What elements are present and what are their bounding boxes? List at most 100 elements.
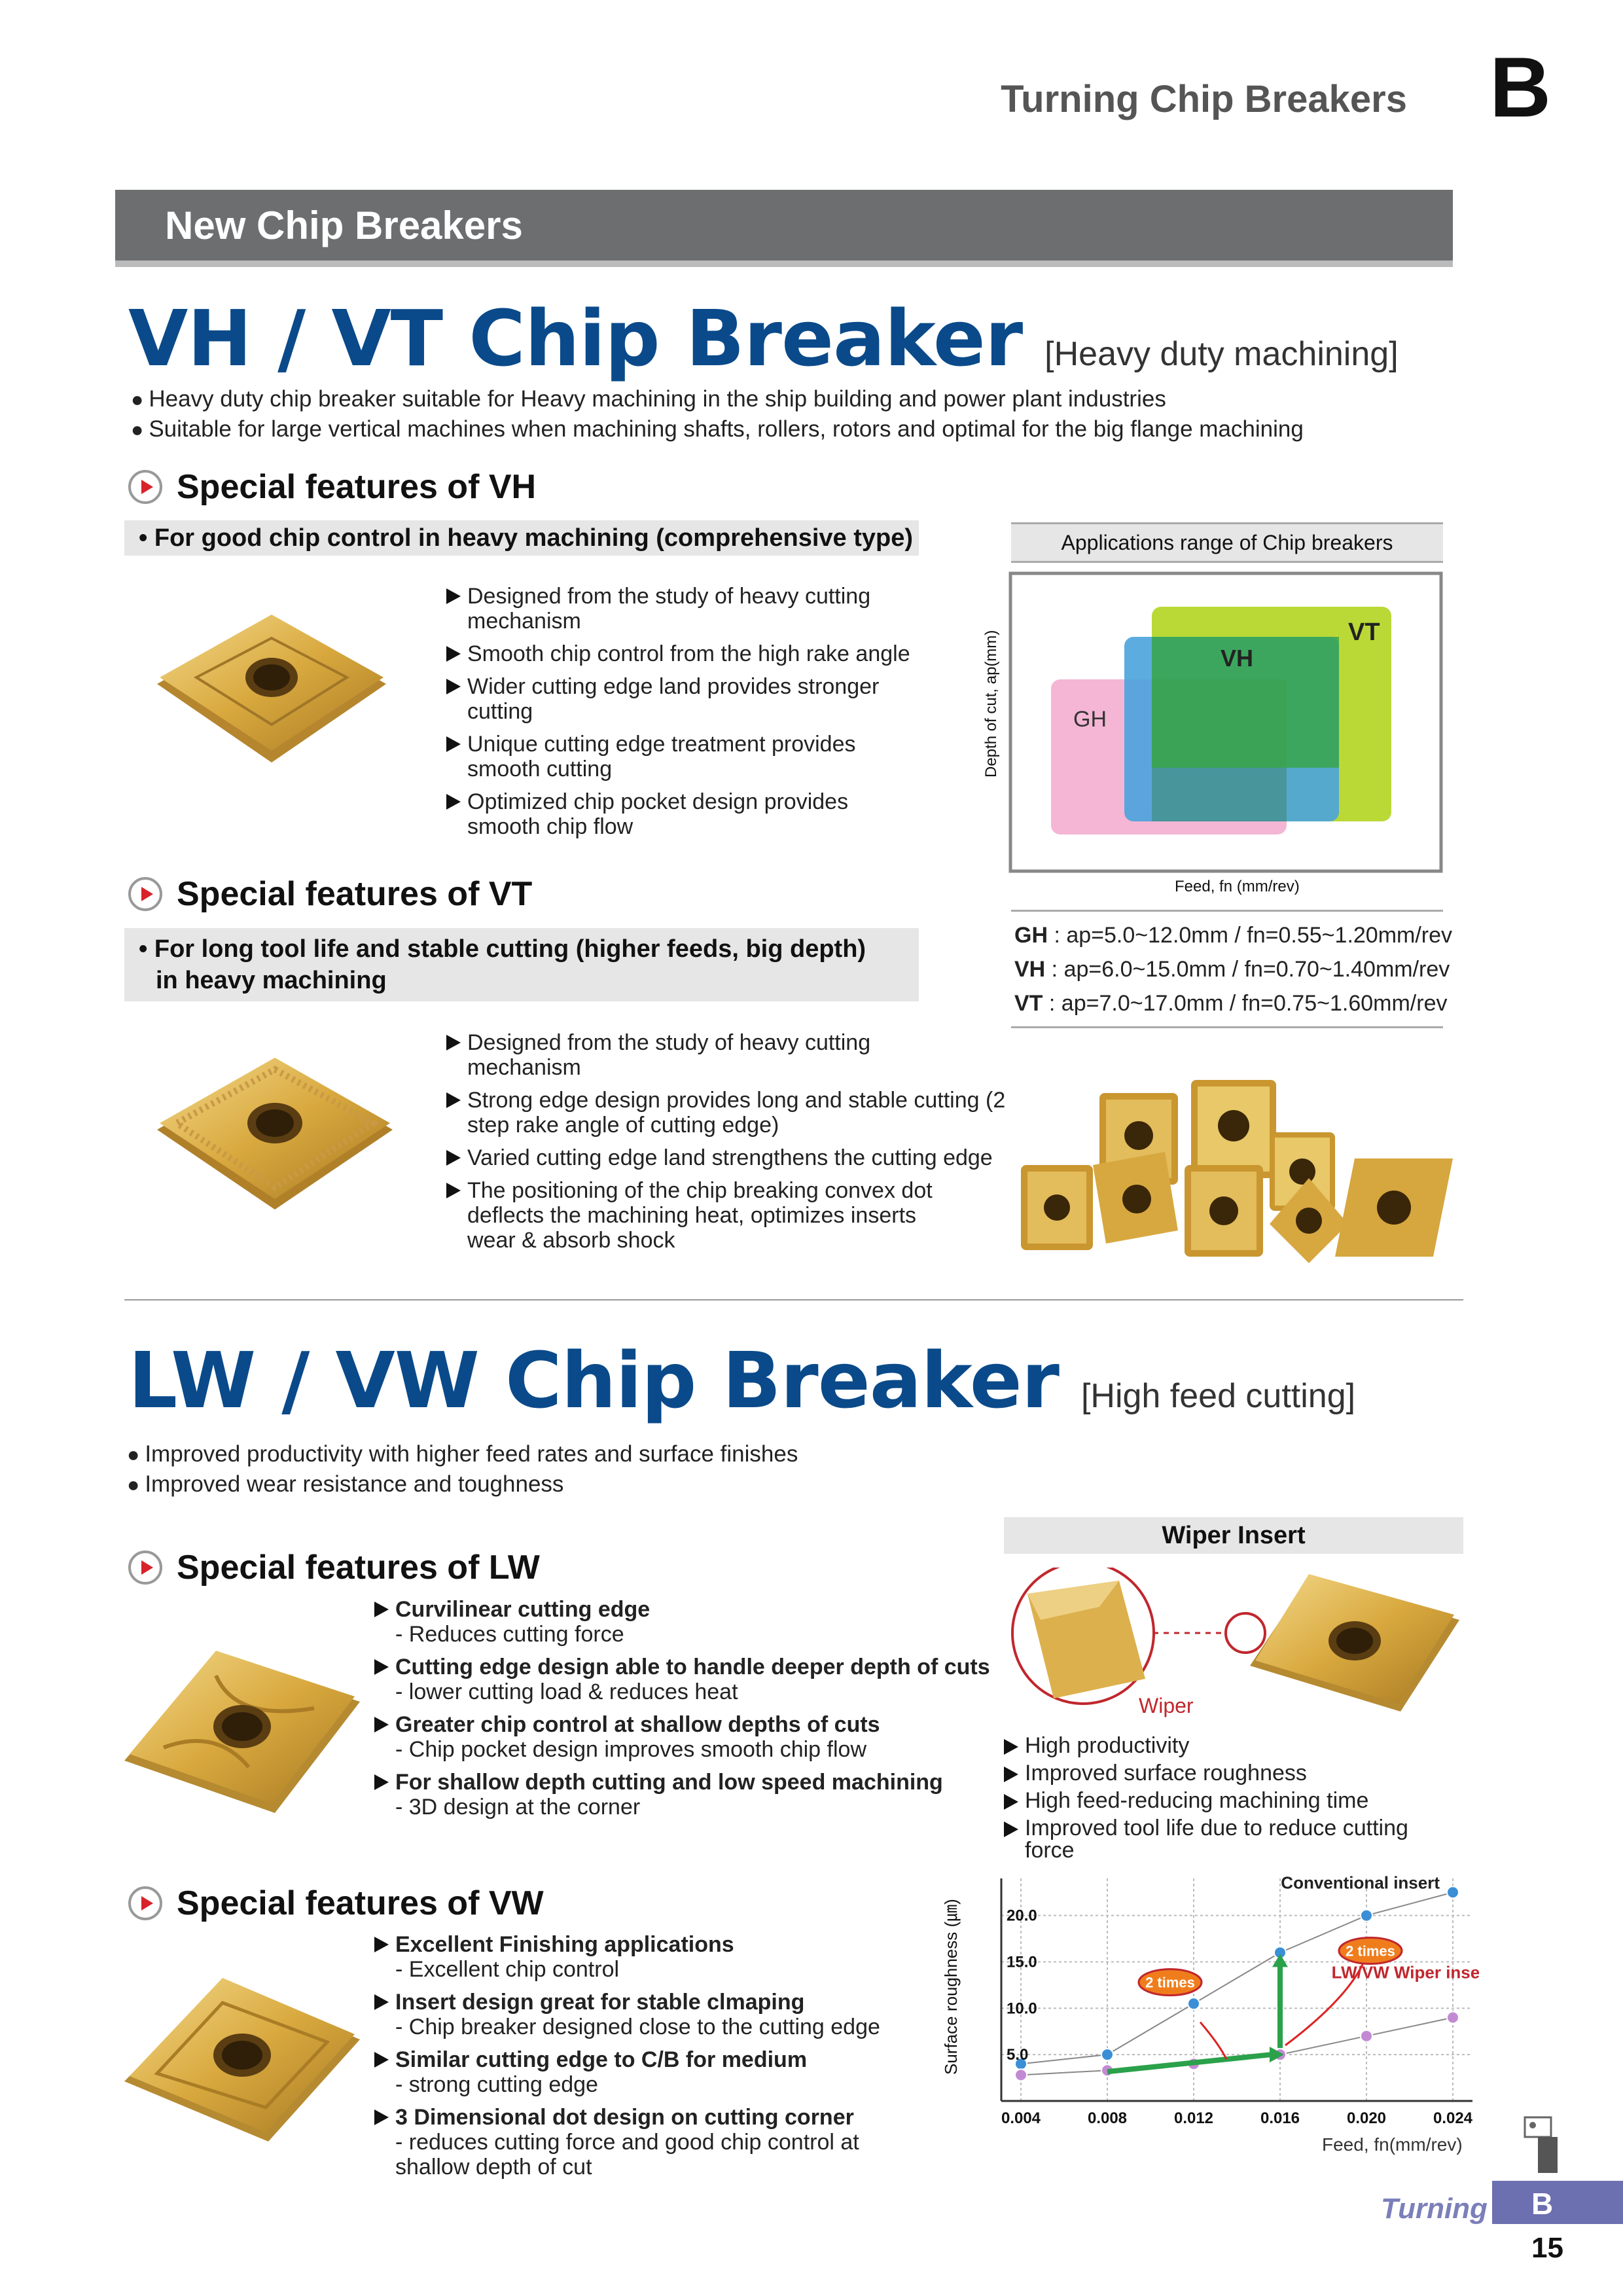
turning-tool-icon — [1524, 2116, 1558, 2173]
vt-label: VT — [1348, 619, 1380, 646]
lw-feature-item: Cutting edge design able to handle deepe… — [374, 1655, 1003, 1704]
vt-range: VT : ap=7.0~17.0mm / fn=0.75~1.60mm/rev — [1014, 991, 1448, 1016]
section-bar: New Chip Breakers — [115, 190, 1453, 267]
divider — [1011, 910, 1443, 912]
vh-vt-subtitle: [Heavy duty machining] — [1044, 335, 1399, 373]
inserts-group-image — [1021, 1080, 1453, 1263]
x-tick-label: 0.004 — [1001, 2109, 1041, 2127]
vh-features-title: Special features of VH — [177, 468, 537, 506]
header-title: Turning Chip Breakers — [1001, 78, 1407, 120]
lw-vw-heading: LW / VW Chip Breaker [High feed cutting] — [128, 1335, 1355, 1426]
times-badge-label: 2 times — [1145, 1975, 1195, 1991]
vt-insert-image — [157, 1058, 393, 1210]
vt-feature-item: Designed from the study of heavy cutting… — [446, 1030, 899, 1080]
y-tick-label: 10.0 — [1007, 2000, 1037, 2017]
annotation-arrow — [1285, 1961, 1365, 2047]
vw-feature-item: Excellent Finishing applications- Excell… — [374, 1932, 898, 1982]
data-point — [1014, 2068, 1027, 2082]
data-point — [1187, 1997, 1200, 2011]
vh-feature-item: Wider cutting edge land provides stronge… — [446, 674, 918, 724]
x-tick-label: 0.016 — [1260, 2109, 1300, 2127]
vh-feature-item: Unique cutting edge treatment provides s… — [446, 732, 918, 781]
lw-vw-bullet-1: Improved productivity with higher feed r… — [127, 1441, 798, 1467]
vw-insert-image — [124, 1978, 360, 2142]
wiper-insert-image: Wiper — [1011, 1568, 1459, 1717]
vh-feature-item: Designed from the study of heavy cutting… — [446, 584, 918, 634]
vh-vt-bullet-1: Heavy duty chip breaker suitable for Hea… — [131, 386, 1166, 412]
data-point — [1446, 1886, 1459, 1899]
footer-tab: B — [1492, 2181, 1623, 2224]
series-line — [1020, 1892, 1454, 2065]
lw-feature-item: For shallow depth cutting and low speed … — [374, 1770, 1003, 1820]
lw-vw-bullet-2: Improved wear resistance and toughness — [127, 1471, 563, 1498]
gh-range: GH : ap=5.0~12.0mm / fn=0.55~1.20mm/rev — [1014, 923, 1453, 948]
vh-vt-title: VH / VT Chip Breaker — [128, 293, 1023, 384]
vh-feature-box: • For good chip control in heavy machini… — [124, 520, 919, 556]
range-chart-header: Applications range of Chip breakers — [1011, 522, 1443, 563]
vt-feature-list: Designed from the study of heavy cutting… — [446, 1030, 1005, 1261]
vt-feature-box-line1: • For long tool life and stable cutting … — [139, 935, 866, 963]
y-tick-label: 5.0 — [1007, 2046, 1028, 2064]
gh-label: GH — [1073, 707, 1107, 732]
range-chart-xlabel: Feed, fn (mm/rev) — [1175, 878, 1300, 895]
vh-feature-item: Smooth chip control from the high rake a… — [446, 641, 918, 666]
series-line — [1020, 2017, 1454, 2076]
times-badge — [1137, 1968, 1203, 1997]
vh-feature-item: Optimized chip pocket design provides sm… — [446, 789, 918, 839]
vh-vt-bullet-2: Suitable for large vertical machines whe… — [131, 416, 1304, 442]
vh-features-heading: Special features of VH — [128, 467, 536, 507]
lw-vw-subtitle: [High feed cutting] — [1080, 1377, 1356, 1415]
vw-feature-list: Excellent Finishing applications- Excell… — [374, 1932, 898, 2187]
roughness-chart-xlabel: Feed, fn(mm/rev) — [1322, 2134, 1463, 2155]
vh-label: VH — [1221, 645, 1253, 672]
x-tick-label: 0.008 — [1088, 2109, 1127, 2127]
lw-feature-item: Curvilinear cutting edge- Reduces cuttin… — [374, 1597, 1003, 1647]
range-chart: GH VH VT Depth of cut, ap(mm) Feed, fn (… — [982, 571, 1443, 895]
vt-feature-item: Strong edge design provides long and sta… — [446, 1088, 1017, 1138]
x-tick-label: 0.024 — [1433, 2109, 1473, 2127]
data-point — [1101, 2048, 1114, 2062]
section-divider — [124, 1299, 1463, 1300]
header-section-letter: B — [1489, 39, 1551, 135]
wiper-label: Wiper — [1139, 1694, 1194, 1717]
lw-feature-item: Greater chip control at shallow depths o… — [374, 1712, 1003, 1762]
wiper-benefit: Improved surface roughness — [1004, 1762, 1462, 1784]
series-label: LW/VW Wiper insert — [1332, 1963, 1479, 1982]
data-point — [1360, 1909, 1373, 1922]
times-badge — [1338, 1937, 1403, 1965]
play-circle-icon — [128, 470, 162, 504]
vw-feature-item: Similar cutting edge to C/B for medium- … — [374, 2047, 898, 2097]
annotation-arrow — [1199, 2021, 1228, 2060]
play-circle-icon — [128, 1551, 162, 1585]
vt-features-heading: Special features of VT — [128, 874, 532, 914]
lw-features-heading: Special features of LW — [128, 1548, 540, 1587]
section-bar-title: New Chip Breakers — [165, 204, 523, 247]
wiper-benefit: High feed-reducing machining time — [1004, 1789, 1462, 1812]
wiper-benefit: High productivity — [1004, 1734, 1462, 1757]
play-circle-icon — [128, 877, 162, 911]
page-number: 15 — [1531, 2232, 1563, 2264]
lw-feature-list: Curvilinear cutting edge- Reduces cuttin… — [374, 1597, 1003, 1827]
vt-feature-item: Varied cutting edge land strengthens the… — [446, 1145, 1017, 1170]
play-circle-icon — [128, 1886, 162, 1920]
data-point — [1360, 2029, 1373, 2043]
vh-range: VH : ap=6.0~15.0mm / fn=0.70~1.40mm/rev — [1014, 957, 1450, 982]
arrow-head — [1270, 2047, 1284, 2063]
wiper-insert-header: Wiper Insert — [1004, 1517, 1463, 1554]
vh-feature-list: Designed from the study of heavy cutting… — [446, 584, 918, 847]
vw-features-heading: Special features of VW — [128, 1884, 544, 1923]
range-chart-ylabel: Depth of cut, ap(mm) — [982, 630, 1000, 778]
arrow-head — [1272, 1954, 1288, 1967]
y-tick-label: 15.0 — [1007, 1954, 1037, 1971]
divider — [1011, 1026, 1443, 1028]
roughness-chart-ylabel: Surface roughness (㎛) — [941, 1899, 961, 2075]
footer-tab-letter: B — [1531, 2187, 1554, 2221]
times-badge-label: 2 times — [1346, 1943, 1395, 1960]
lw-features-title: Special features of LW — [177, 1549, 540, 1587]
x-tick-label: 0.020 — [1347, 2109, 1386, 2127]
vt-feature-box-line2: in heavy machining — [156, 967, 387, 994]
data-point — [1446, 2011, 1459, 2024]
vw-feature-item: Insert design great for stable clmaping-… — [374, 1990, 898, 2039]
series-label: Conventional insert — [1281, 1873, 1440, 1892]
